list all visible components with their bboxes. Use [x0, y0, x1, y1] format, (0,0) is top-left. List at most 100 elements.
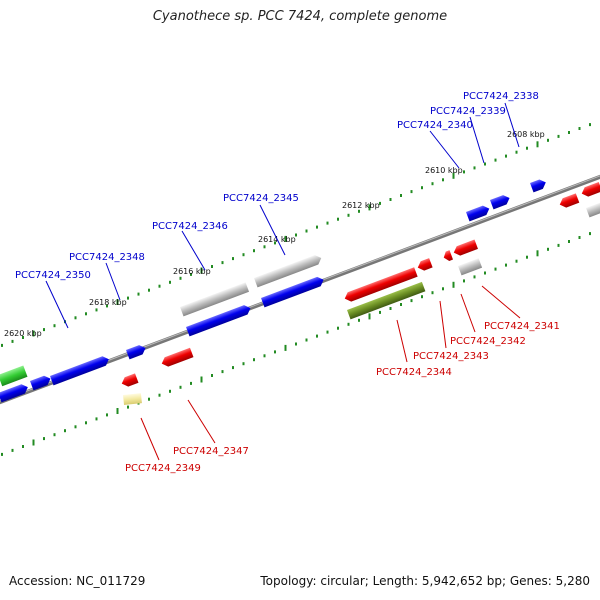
accession-label: Accession: NC_011729	[9, 574, 146, 588]
gene-pcc7424-2341[interactable]	[452, 239, 478, 258]
scale-dot	[295, 342, 297, 346]
tick-label-2610: 2610 kbp	[425, 166, 463, 175]
label-pcc7424-2341[interactable]: PCC7424_2341	[484, 321, 560, 332]
gene-pcc7424-2340[interactable]	[466, 204, 491, 222]
gene-pcc7424-2350[interactable]	[50, 355, 111, 386]
gene-grey-2616[interactable]	[180, 282, 250, 317]
scale-dot	[442, 287, 444, 291]
leader-2338	[504, 102, 520, 148]
scale-dot	[221, 370, 224, 374]
label-pcc7424-2340[interactable]: PCC7424_2340	[397, 120, 473, 131]
gene-pcc7424-2347[interactable]	[160, 347, 194, 369]
scale-dot	[305, 338, 308, 342]
label-pcc7424-2338[interactable]: PCC7424_2338	[463, 91, 539, 102]
scale-dot	[400, 303, 402, 306]
gene-grey-edge[interactable]	[586, 200, 600, 218]
gene-green-edge[interactable]	[0, 365, 28, 387]
scale-dot	[43, 328, 45, 332]
scale-dot	[410, 190, 413, 194]
gene-reverse-edge-b[interactable]	[580, 181, 600, 198]
gene-reverse-edge-a[interactable]	[558, 193, 580, 209]
label-pcc7424-2344[interactable]: PCC7424_2344	[376, 367, 452, 378]
gene-pale-feature[interactable]	[123, 393, 142, 405]
scale-dot	[221, 261, 224, 265]
label-pcc7424-2345[interactable]: PCC7424_2345	[223, 193, 299, 204]
scale-dot	[431, 182, 434, 186]
scale-dot	[578, 127, 581, 130]
gene-olive-feature[interactable]	[347, 281, 426, 320]
label-pcc7424-2339[interactable]: PCC7424_2339	[430, 106, 506, 117]
scale-dot	[200, 267, 203, 274]
gene-pcc7424-2349[interactable]	[120, 373, 139, 388]
forward-gene-labels: PCC7424_2338 PCC7424_2339 PCC7424_2340 P…	[15, 91, 539, 281]
leader-2340	[429, 130, 460, 169]
scale-dot	[452, 281, 455, 288]
label-pcc7424-2347[interactable]: PCC7424_2347	[173, 446, 249, 457]
gene-pcc7424-2342[interactable]	[442, 250, 454, 262]
scale-dot	[158, 284, 161, 288]
label-pcc7424-2348[interactable]: PCC7424_2348	[69, 252, 145, 263]
gene-features	[0, 178, 600, 405]
gene-grey-2614[interactable]	[254, 253, 323, 288]
scale-dot	[1, 343, 3, 347]
gene-pcc7424-2339[interactable]	[490, 193, 511, 210]
scale-dot	[74, 425, 77, 429]
scale-dot	[242, 362, 245, 366]
gene-pcc7424-2343[interactable]	[416, 258, 433, 272]
scale-dot	[127, 296, 129, 300]
leader-2346	[181, 230, 206, 271]
scale-dot	[11, 339, 14, 343]
scale-dot	[494, 267, 497, 271]
scale-dot	[557, 243, 560, 247]
scale-dot	[232, 366, 234, 370]
gene-pcc7424-2344[interactable]	[343, 267, 418, 303]
scale-dot	[337, 217, 339, 221]
scale-dot	[305, 229, 308, 233]
leader-2348	[105, 262, 121, 301]
gene-forward-small[interactable]	[30, 374, 52, 391]
label-pcc7424-2350[interactable]: PCC7424_2350	[15, 270, 91, 281]
leader-2341	[481, 285, 521, 319]
scale-dot	[452, 172, 455, 179]
gene-forward-edge[interactable]	[0, 382, 30, 403]
scale-dot	[169, 389, 171, 393]
gene-pcc7424-2338[interactable]	[530, 178, 548, 193]
scale-dot	[526, 146, 528, 150]
scale-dot	[211, 374, 213, 377]
scale-dot	[32, 330, 35, 337]
scale-dot	[473, 275, 476, 279]
scale-dot	[263, 354, 266, 358]
scale-dot	[284, 344, 287, 351]
tick-label-2618: 2618 kbp	[89, 298, 127, 307]
scale-dot	[547, 247, 549, 251]
scale-dot	[368, 204, 371, 211]
scale-dot	[578, 236, 581, 239]
scale-dot	[389, 307, 392, 310]
scale-dot	[400, 194, 402, 197]
label-pcc7424-2342[interactable]: PCC7424_2342	[450, 336, 526, 347]
scale-dot	[316, 225, 318, 229]
scale-dot	[568, 131, 570, 134]
scale-dot	[106, 304, 108, 308]
scale-lines	[1, 123, 591, 456]
gene-pcc7424-2346[interactable]	[186, 303, 252, 337]
scale-dot	[515, 150, 518, 154]
scale-dot	[505, 263, 507, 267]
label-pcc7424-2346[interactable]: PCC7424_2346	[152, 221, 228, 232]
label-pcc7424-2349[interactable]: PCC7424_2349	[125, 463, 201, 474]
scale-dot	[484, 271, 486, 275]
gene-grey-right[interactable]	[458, 258, 483, 276]
scale-dot	[64, 429, 66, 433]
gene-pcc7424-2345[interactable]	[261, 275, 325, 308]
scale-dot	[463, 170, 465, 174]
scale-dot	[106, 413, 108, 417]
leader-2349	[140, 417, 160, 461]
scale-dot	[232, 257, 234, 261]
scale-dot	[326, 221, 329, 225]
scale-dot	[22, 445, 24, 448]
gene-pcc7424-2348[interactable]	[126, 343, 147, 360]
label-pcc7424-2343[interactable]: PCC7424_2343	[413, 351, 489, 362]
scale-dot	[127, 405, 129, 409]
scale-dot	[211, 265, 213, 268]
